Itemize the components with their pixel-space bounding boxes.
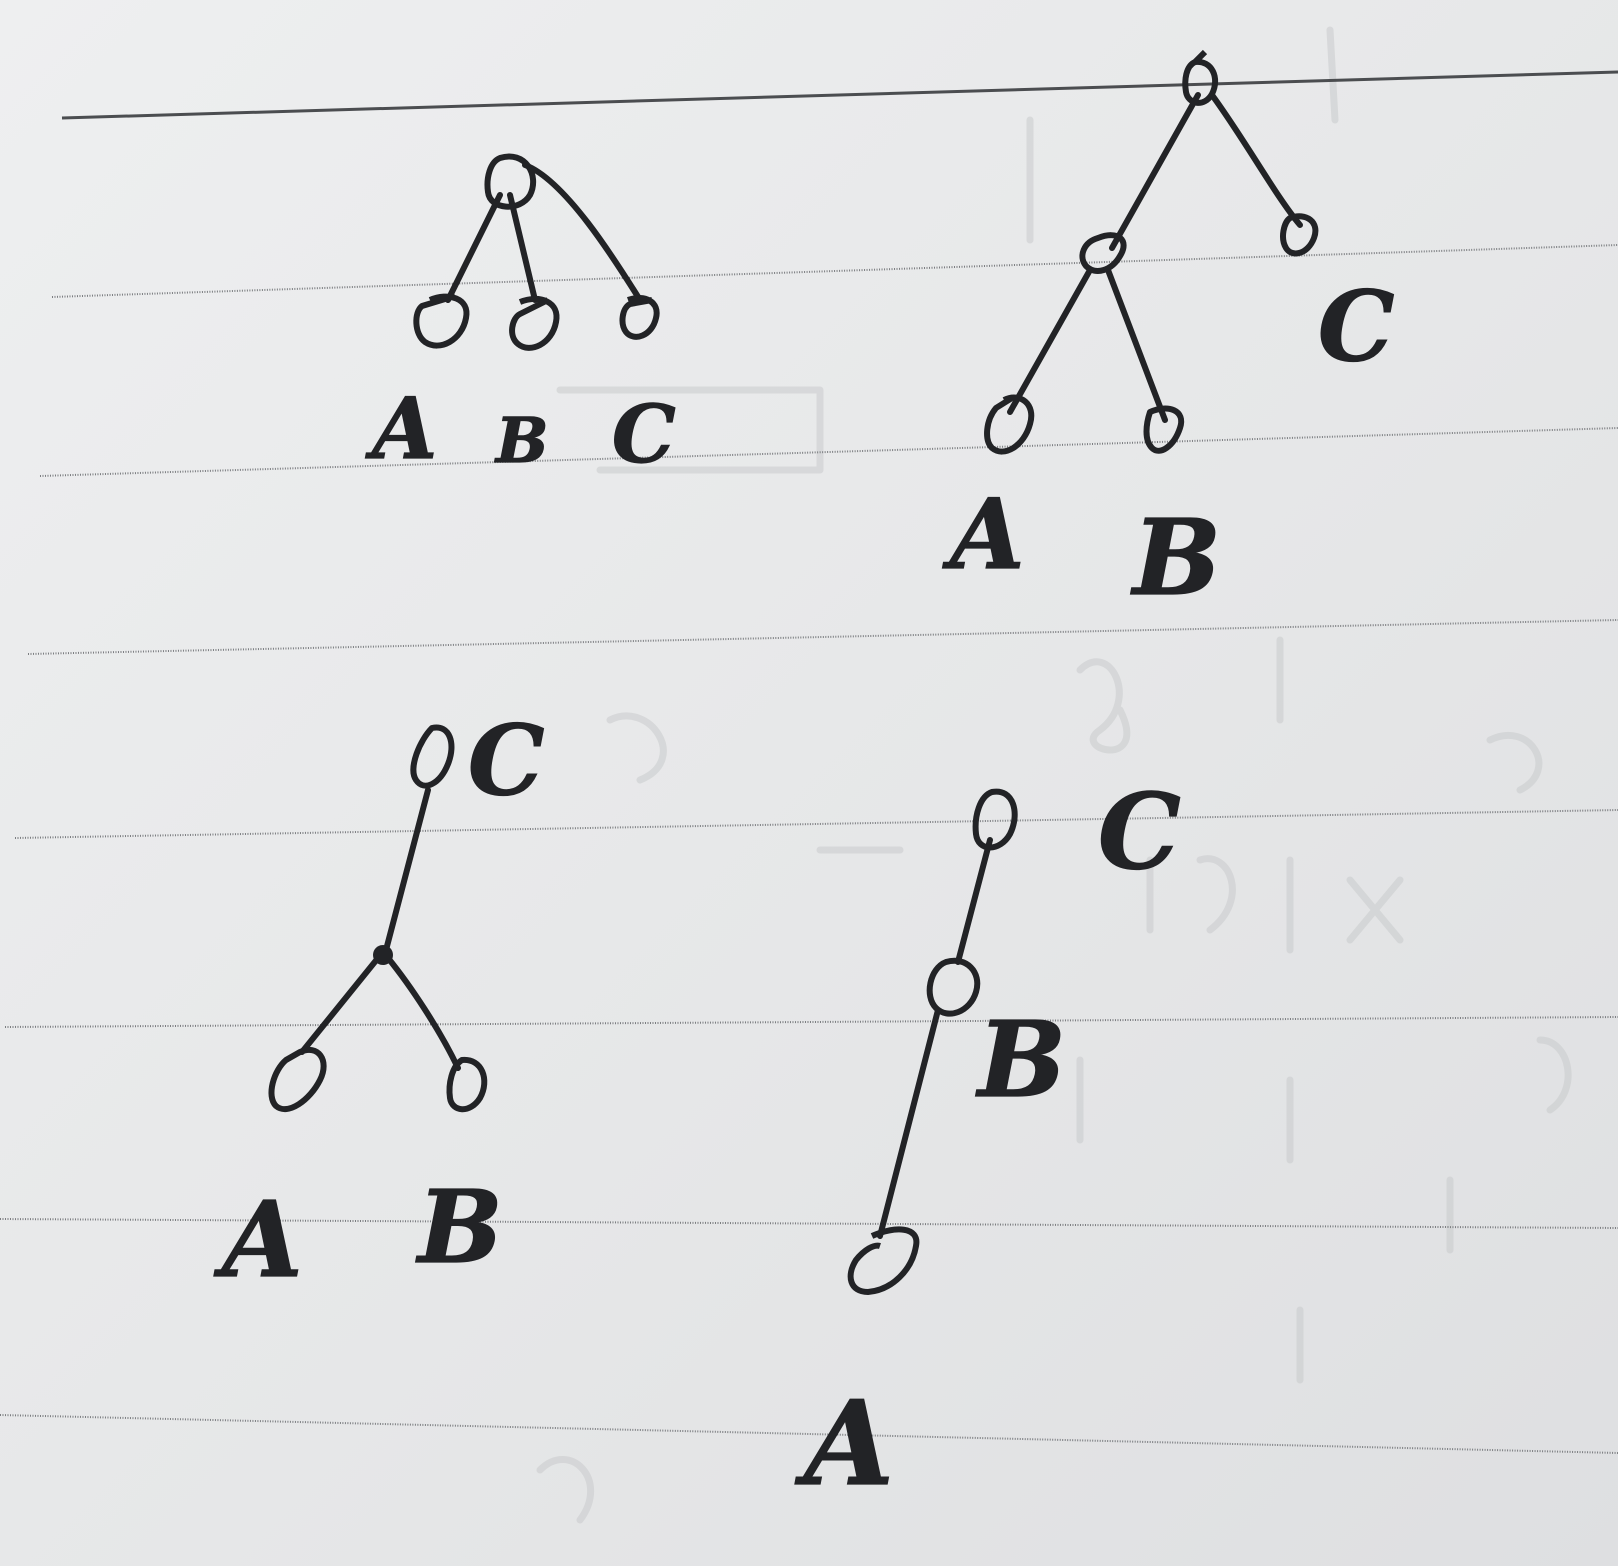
ruled-lines <box>0 70 1618 1454</box>
root-node <box>1182 49 1219 106</box>
ruled-line <box>51 244 1618 298</box>
leaf-node <box>1143 405 1185 454</box>
middle-node <box>926 957 981 1017</box>
leaf-node <box>1280 213 1319 257</box>
node-label: B <box>1130 496 1221 619</box>
tree-edge <box>1007 267 1093 415</box>
root-node <box>484 153 537 210</box>
node-label: C <box>468 704 544 817</box>
internal-node <box>1079 232 1127 274</box>
node-label: B <box>415 1168 503 1286</box>
node-label: C <box>612 387 676 481</box>
tree-edge <box>385 955 461 1071</box>
ghost-stroke <box>1076 658 1131 754</box>
leaf-node <box>619 295 660 340</box>
node-label: B <box>975 998 1066 1121</box>
tree-diagram-3: C A B <box>212 703 545 1301</box>
tree-edge <box>522 162 643 303</box>
ghost-stroke <box>536 1306 1304 1524</box>
ghost-stroke <box>556 386 824 474</box>
node-label: A <box>794 1376 894 1512</box>
ghost-stroke <box>606 712 667 784</box>
node-label: A <box>942 478 1024 591</box>
tree-edge <box>299 955 381 1055</box>
ruled-line <box>14 809 1618 839</box>
node-label: A <box>213 1178 303 1301</box>
ruled-line <box>61 70 1618 120</box>
leaf-node <box>268 1047 327 1113</box>
tree-edge <box>383 787 431 953</box>
leaf-node <box>847 1226 920 1295</box>
ruled-line <box>39 427 1618 477</box>
ghost-stroke <box>1146 855 1236 934</box>
tree-edge <box>1109 92 1201 251</box>
bleed-through-marks <box>536 26 1572 1524</box>
node-label: C <box>1098 770 1181 893</box>
branch-junction <box>373 945 393 965</box>
node-label: C <box>1318 270 1394 383</box>
ruled-line <box>0 1218 1618 1229</box>
tree-edge <box>507 192 538 303</box>
chain-edge <box>955 837 993 965</box>
leaf-node <box>984 394 1035 455</box>
node-label: A <box>365 379 437 478</box>
root-node <box>410 724 455 789</box>
leaf-node <box>446 1056 488 1113</box>
tree-edge <box>1105 267 1168 423</box>
ghost-stroke <box>1076 1036 1572 1144</box>
ruled-line <box>4 1016 1618 1028</box>
leaf-node <box>509 295 560 351</box>
node-label: B <box>494 404 548 477</box>
leaf-node <box>413 293 470 349</box>
tree-diagram-1: A B C <box>364 153 676 482</box>
ruled-line <box>27 619 1618 655</box>
ghost-stroke <box>1286 1076 1454 1254</box>
tree-edge <box>1209 92 1303 228</box>
root-node <box>972 788 1018 851</box>
ghost-stroke <box>1486 731 1543 794</box>
chain-diagram-4: C B A <box>793 769 1181 1512</box>
ghost-stroke <box>1326 26 1339 124</box>
tree-edge <box>445 192 503 303</box>
chain-edge <box>877 1007 941 1239</box>
tree-diagram-2: C A B <box>941 49 1395 620</box>
ghost-stroke <box>1286 856 1404 954</box>
